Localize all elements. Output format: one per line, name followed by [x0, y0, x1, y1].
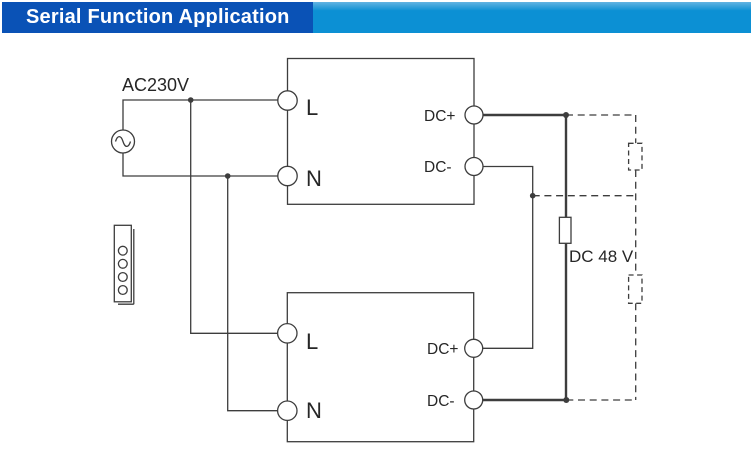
- psu-top-label-dc-minus: DC-: [424, 159, 452, 176]
- ac-source-symbol: [110, 129, 136, 154]
- psu-top-label-n: N: [306, 166, 322, 191]
- terminal-block-shadow: [118, 229, 135, 305]
- terminal-block-pin-3: [117, 271, 128, 283]
- psu-bottom-body: [286, 292, 475, 443]
- sine-wave-icon: [114, 136, 132, 147]
- psu-top-terminal-n: [277, 165, 298, 187]
- psu-top-terminal-dc-plus: [464, 105, 484, 125]
- psu-bottom-terminal-l: [276, 322, 298, 344]
- psu-top-terminal-dc-minus: [464, 156, 484, 177]
- psu-bottom-terminal-n: [276, 400, 298, 422]
- psu-bottom-terminal-dc-plus: [464, 338, 484, 358]
- load-resistor-symbol: [558, 216, 572, 244]
- psu-top-terminal-l: [277, 90, 298, 111]
- wire-ac-line-top: [122, 99, 278, 130]
- header-accent-strip: [313, 2, 751, 33]
- terminal-block-pin-4: [117, 284, 128, 296]
- psu-top-body: [286, 57, 475, 205]
- psu-bottom-label-n: N: [306, 398, 322, 423]
- page-title: Serial Function Application: [26, 6, 290, 28]
- optional-load-2-symbol: [627, 274, 643, 304]
- wire-series-link: [482, 165, 534, 349]
- dc-output-voltage-label: DC 48 V: [569, 247, 634, 266]
- psu-bottom-label-l: L: [306, 329, 318, 354]
- psu-top-label-l: L: [306, 95, 318, 120]
- psu-bottom: L N DC+ DC-: [276, 292, 484, 443]
- terminal-block-symbol: [113, 224, 135, 305]
- psu-top-label-dc-plus: DC+: [424, 108, 455, 125]
- psu-bottom-label-dc-minus: DC-: [427, 393, 455, 410]
- terminal-block-pin-2: [117, 258, 128, 269]
- wire-ac-line-bottom: [122, 153, 278, 177]
- header-banner: Serial Function Application: [2, 2, 313, 33]
- terminal-block-pin-1: [117, 245, 128, 256]
- ac-voltage-label: AC230V: [122, 75, 189, 95]
- psu-top: L N DC+ DC-: [277, 57, 484, 205]
- psu-bottom-label-dc-plus: DC+: [427, 341, 458, 358]
- junction-dot-n: [224, 173, 231, 179]
- wire-branch-l-to-psu2: [190, 100, 278, 334]
- junction-dot-l: [187, 97, 194, 103]
- optional-load-1-symbol: [627, 142, 643, 171]
- wire-branch-n-to-psu2: [227, 176, 278, 412]
- psu-bottom-terminal-dc-minus: [464, 390, 484, 410]
